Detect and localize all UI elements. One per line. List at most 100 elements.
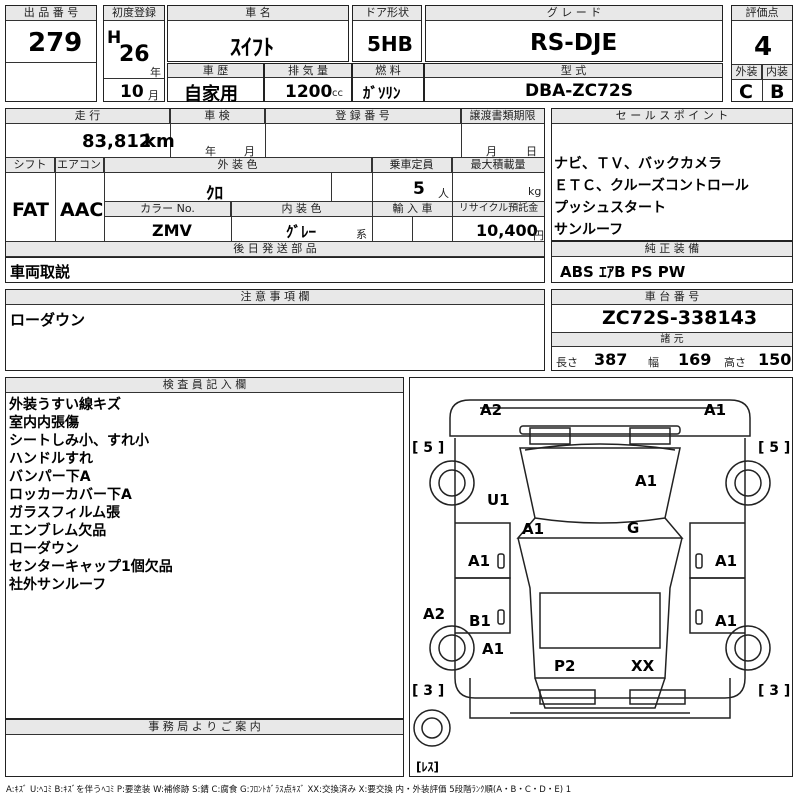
mark-left-rear: A1 bbox=[482, 640, 505, 658]
displacement: 1200 bbox=[285, 82, 333, 102]
chassis-label: 車 台 番 号 bbox=[552, 290, 792, 305]
car-diagram-svg bbox=[413, 399, 771, 747]
score: 4 bbox=[754, 32, 773, 62]
inspector-item: ロッカーカバー下A bbox=[9, 487, 132, 503]
disp-label: 排 気 量 bbox=[265, 64, 351, 78]
mark-front-left: A2 bbox=[480, 401, 503, 419]
mark-pillar: A1 bbox=[522, 520, 545, 538]
mileage-unit: km bbox=[144, 131, 175, 152]
colorno-label: カラー No. bbox=[105, 202, 231, 217]
recycle-fee: 10,400 bbox=[476, 221, 538, 240]
door-label: ドア形状 bbox=[353, 6, 421, 21]
mark-left-front-door: A1 bbox=[468, 552, 491, 570]
history-label: 車 歴 bbox=[168, 64, 263, 78]
notes-box: 注 意 事 項 欄 ローダウン bbox=[5, 289, 545, 371]
later-parts-box: 車両取説 bbox=[5, 257, 545, 283]
equipment-box: 純 正 装 備 ABS ｴｱB PS PW bbox=[551, 241, 793, 283]
chassis-box: 車 台 番 号 ZC72S-338143 諸 元 長さ 387 幅 169 高さ… bbox=[551, 289, 793, 371]
inspector-item: バンパー下A bbox=[9, 469, 91, 485]
transfer-month-unit: 月 bbox=[486, 145, 497, 158]
mark-right-front-door: A1 bbox=[715, 552, 738, 570]
office-label: 事 務 局 よ り ご 案 内 bbox=[6, 720, 403, 735]
disp-unit: cc bbox=[332, 88, 343, 99]
specs-box: 走 行 車 検 登 録 番 号 譲渡書類期限 83,812 km 年 月 月 日… bbox=[5, 108, 545, 258]
lot-label: 出 品 番 号 bbox=[6, 6, 96, 21]
capacity-unit: 人 bbox=[438, 187, 449, 200]
inspector-box: 検 査 員 記 入 欄 外装うすい線キズ 室内内張傷 シートしみ小、すれ小 ハン… bbox=[5, 377, 404, 719]
mark-roof: G bbox=[627, 519, 640, 537]
damage-diagram: [ 5 ] [ 5 ] [ 3 ] [ 3 ] [ﾚｽ] A2 A1 A1 U1… bbox=[409, 377, 793, 777]
mileage: 83,812 bbox=[82, 131, 152, 152]
inspector-item: エンブレム欠品 bbox=[9, 523, 107, 539]
car-name-label: 車 名 bbox=[168, 6, 348, 21]
score-box: 評価点 4 外装 内装 C B bbox=[731, 5, 793, 103]
load-unit: kg bbox=[528, 185, 542, 198]
mark-left-quarter: A2 bbox=[423, 605, 446, 623]
width-label: 幅 bbox=[648, 356, 659, 369]
mark-rear-glass: P2 bbox=[554, 657, 576, 675]
sales-box: セ ー ル ス ポ イ ン ト ナビ、ＴＶ、バックカメラ ＥＴＣ、クルーズコント… bbox=[551, 108, 793, 241]
height-label: 高さ bbox=[724, 356, 746, 369]
later-parts-label: 後 日 発 送 部 品 bbox=[6, 242, 544, 257]
color-label: 外 装 色 bbox=[104, 158, 372, 173]
reg-month: 10 bbox=[120, 82, 144, 102]
mileage-label: 走 行 bbox=[6, 109, 170, 124]
registration-box: 初度登録 H 26 年 10 月 bbox=[103, 5, 165, 102]
recycle-unit: 円 bbox=[533, 229, 544, 242]
length-label: 長さ bbox=[556, 356, 578, 369]
tire-label-rl: [ 3 ] bbox=[412, 683, 445, 699]
model-box: 型 式 DBA-ZC72S bbox=[424, 63, 723, 102]
shift: FAT bbox=[12, 199, 49, 221]
office-box: 事 務 局 よ り ご 案 内 bbox=[5, 719, 404, 777]
grade: RS-DJE bbox=[530, 30, 618, 56]
height: 150 bbox=[758, 350, 792, 369]
lot-box: 出 品 番 号 279 bbox=[5, 5, 97, 102]
grade-box: グ レ ー ド RS-DJE bbox=[425, 5, 723, 62]
import-label: 輸 入 車 bbox=[373, 202, 452, 217]
ext-grade: C bbox=[739, 81, 753, 103]
inspector-item: 室内内張傷 bbox=[9, 415, 79, 431]
intcolor-label: 内 装 色 bbox=[231, 202, 372, 217]
color-number: ZMV bbox=[152, 221, 192, 240]
inspector-item: ハンドルすれ bbox=[9, 451, 93, 467]
notes: ローダウン bbox=[10, 311, 86, 329]
capacity-label: 乗車定員 bbox=[372, 158, 452, 173]
grade-label: グ レ ー ド bbox=[426, 6, 722, 21]
car-name: ｽｲﾌﾄ bbox=[230, 36, 275, 61]
length: 387 bbox=[594, 350, 628, 369]
inspector-item: ガラスフィルム張 bbox=[9, 505, 121, 521]
mark-left-fender: U1 bbox=[487, 491, 510, 509]
inspector-item: センターキャップ1個欠品 bbox=[9, 559, 173, 575]
shift-label: シフト bbox=[6, 158, 55, 173]
fuel: ｶﾞｿﾘﾝ bbox=[363, 84, 401, 102]
sales-item: ＥＴＣ、クルーズコントロール bbox=[554, 178, 749, 194]
mark-rear-right: XX bbox=[631, 657, 655, 675]
tire-label-fl: [ 5 ] bbox=[412, 440, 445, 456]
interior-color: ｸﾞﾚｰ bbox=[286, 223, 317, 241]
regno-label: 登 録 番 号 bbox=[265, 109, 461, 124]
inspect-month-unit: 月 bbox=[244, 145, 255, 158]
inspector-label: 検 査 員 記 入 欄 bbox=[6, 378, 403, 393]
model-code: DBA-ZC72S bbox=[525, 81, 633, 101]
intcolor-unit: 系 bbox=[356, 228, 367, 241]
inspector-item: シートしみ小、すれ小 bbox=[9, 433, 149, 449]
equipment-label: 純 正 装 備 bbox=[552, 242, 792, 257]
inspect-label: 車 検 bbox=[170, 109, 265, 124]
reg-label: 初度登録 bbox=[104, 6, 164, 21]
fuel-box: 燃 料 ｶﾞｿﾘﾝ bbox=[352, 63, 424, 102]
inspector-item: 社外サンルーフ bbox=[9, 577, 107, 593]
reg-year-unit: 年 bbox=[150, 66, 161, 79]
inspector-item: 外装うすい線キズ bbox=[9, 397, 121, 413]
equipment: ABS ｴｱB PS PW bbox=[560, 263, 686, 281]
tire-label-fr: [ 5 ] bbox=[758, 440, 791, 456]
inspector-list: 外装うすい線キズ 室内内張傷 シートしみ小、すれ小 ハンドルすれ バンパー下A … bbox=[9, 396, 173, 594]
transfer-day-unit: 日 bbox=[526, 145, 537, 158]
displacement-box: 排 気 量 1200 cc bbox=[264, 63, 352, 102]
sales-item: サンルーフ bbox=[554, 222, 624, 238]
recycle-label: リサイクル預託金 bbox=[453, 202, 544, 217]
history-box: 車 歴 自家用 bbox=[167, 63, 264, 105]
later-parts: 車両取説 bbox=[10, 263, 71, 281]
mark-hood: A1 bbox=[635, 472, 658, 490]
lot-number: 279 bbox=[28, 28, 83, 58]
capacity: 5 bbox=[413, 179, 425, 199]
